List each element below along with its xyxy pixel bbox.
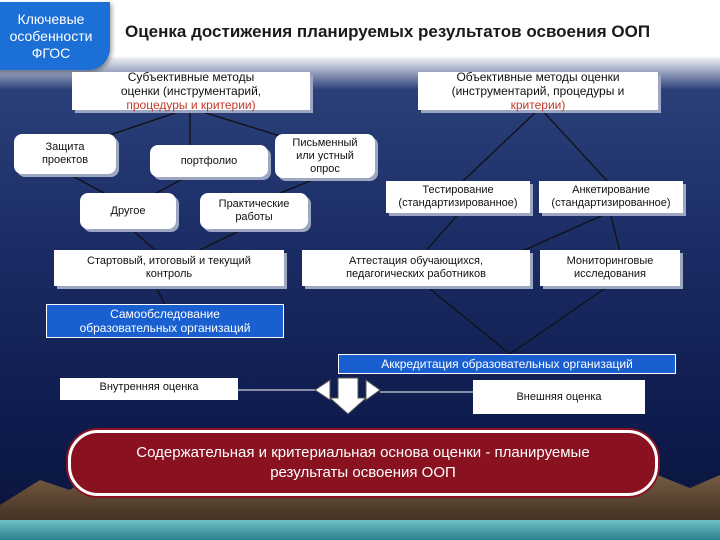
projects-line-2: проектов [41, 154, 89, 166]
internal-label: Внутренняя оценка [99, 381, 199, 393]
objective-line-1: Объективные методы оценки [456, 70, 620, 84]
written-line-2: или устный [296, 149, 354, 162]
survey-line-2: (стандартизированное) [551, 197, 671, 209]
portfolio-label: портфолио [180, 154, 238, 167]
monitoring-line-2: исследования [574, 268, 646, 280]
accreditation-box: Аккредитация образовательных организаций [338, 354, 676, 374]
badge-line-2: особенности [9, 27, 93, 44]
projects-line-1: Защита [45, 141, 85, 153]
foundation-line-2: результаты освоения ООП [270, 464, 456, 481]
external-label: Внешняя оценка [516, 390, 602, 403]
external-assessment-box: Внешняя оценка [473, 380, 645, 414]
survey-box: Анкетирование (стандартизированное) [539, 181, 683, 213]
control-box: Стартовый, итоговый и текущий контроль [54, 250, 284, 286]
survey-line-1: Анкетирование [572, 184, 650, 196]
subjective-line-1: Субъективные методы [127, 70, 255, 84]
control-line-1: Стартовый, итоговый и текущий [87, 255, 251, 267]
objective-methods-box: Объективные методы оценки (инструментари… [418, 70, 658, 112]
attestation-line-1: Аттестация обучающихся, [348, 255, 483, 267]
foundation-box: Содержательная и критериальная основа оц… [68, 430, 658, 496]
practical-line-2: работы [235, 211, 273, 223]
projects-box: Защита проектов [14, 134, 116, 174]
header-band [0, 0, 720, 57]
badge-line-1: Ключевые [17, 10, 85, 27]
accreditation-label: Аккредитация образовательных организаций [381, 356, 633, 371]
attestation-box: Аттестация обучающихся, педагогических р… [302, 250, 530, 286]
testing-box: Тестирование (стандартизированное) [386, 181, 530, 213]
internal-assessment-box: Внутренняя оценка [60, 378, 238, 400]
written-line-1: Письменный [292, 136, 358, 149]
page-title: Оценка достижения планируемых результато… [125, 22, 651, 41]
written-survey-box: Письменный или устный опрос [275, 134, 375, 178]
monitoring-box: Мониторинговые исследования [540, 250, 680, 286]
objective-line-2: (инструментарий, процедуры и [451, 84, 625, 98]
subjective-line-2: оценки (инструментарий, [120, 84, 262, 98]
other-label: Другое [110, 204, 146, 217]
control-line-2: контроль [145, 268, 193, 280]
written-line-3: опрос [310, 162, 340, 175]
attestation-line-2: педагогических работников [346, 268, 486, 280]
testing-line-1: Тестирование [422, 184, 494, 196]
foundation-line-1: Содержательная и критериальная основа оц… [136, 444, 590, 461]
badge-line-3: ФГОС [31, 44, 71, 61]
selfcheck-line-2: образовательных организаций [79, 321, 251, 335]
selfcheck-line-1: Самообследование [110, 307, 220, 321]
subjective-line-3: процедуры и критерии) [126, 98, 256, 112]
portfolio-box: портфолио [150, 145, 268, 177]
subjective-methods-box: Субъективные методы оценки (инструментар… [72, 70, 310, 112]
monitoring-line-1: Мониторинговые [566, 255, 654, 267]
practical-works-box: Практические работы [200, 193, 308, 229]
testing-line-2: (стандартизированное) [398, 197, 518, 209]
practical-line-1: Практические [218, 198, 290, 210]
other-box: Другое [80, 193, 176, 229]
self-check-box: Самообследование образовательных организ… [46, 304, 284, 338]
objective-line-3: критерии) [510, 98, 566, 112]
